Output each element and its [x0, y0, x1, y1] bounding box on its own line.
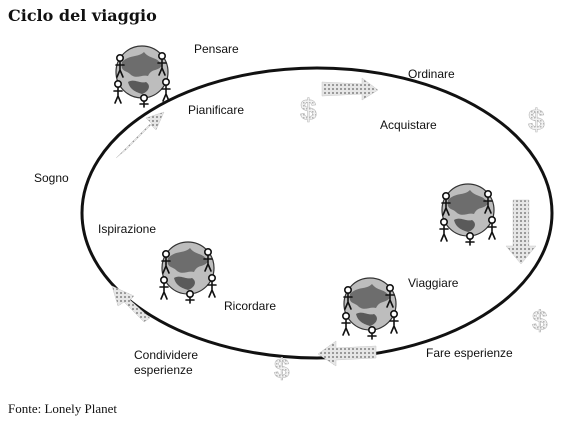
- label-fare-esperienze: Fare esperienze: [426, 346, 513, 360]
- globe-people-icon: [439, 183, 497, 246]
- label-sogno: Sogno: [34, 171, 69, 185]
- label-condividere: Condividere: [134, 348, 199, 362]
- arrow-icon: [115, 111, 165, 159]
- label-pensare: Pensare: [194, 42, 239, 56]
- dollar-icon: $: [300, 94, 317, 127]
- label-ispirazione: Ispirazione: [98, 222, 157, 236]
- source-note: Fonte: Lonely Planet: [8, 401, 118, 416]
- dollar-icon: $: [532, 305, 548, 336]
- globe-people-icon: [113, 45, 171, 108]
- arrow-icon: [317, 340, 377, 367]
- globe-people-icon: [159, 241, 217, 304]
- label-pianificare: Pianificare: [188, 103, 245, 117]
- label-acquistare: Acquistare: [380, 118, 437, 132]
- cycle-ellipse: [80, 66, 554, 360]
- arrow-icon: [321, 77, 379, 101]
- label-esperienze: esperienze: [134, 363, 193, 377]
- arrow-icon: [505, 199, 537, 265]
- dollar-icon: $: [528, 104, 545, 137]
- arrow-icon: [111, 285, 151, 323]
- diagram-title: Ciclo del viaggio: [8, 6, 157, 25]
- label-viaggiare: Viaggiare: [408, 276, 459, 290]
- globe-people-icon: [341, 277, 399, 340]
- dollar-icon: $: [274, 353, 290, 384]
- label-ricordare: Ricordare: [224, 299, 277, 313]
- label-ordinare: Ordinare: [408, 67, 455, 81]
